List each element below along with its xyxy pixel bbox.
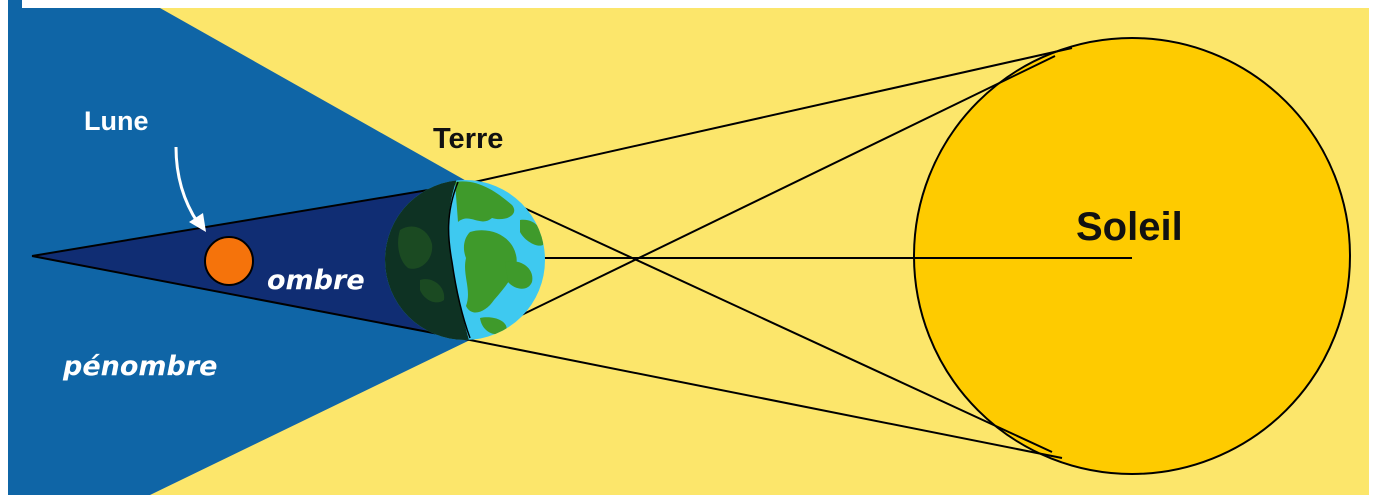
sun-disk bbox=[914, 38, 1350, 474]
penumbra-label: pénombre bbox=[62, 351, 218, 382]
moon-label: Lune bbox=[84, 106, 149, 136]
earth-label: Terre bbox=[433, 123, 503, 155]
moon bbox=[205, 237, 253, 285]
umbra-label: ombre bbox=[267, 265, 365, 296]
sun-label: Soleil bbox=[1076, 205, 1183, 249]
top-corner-mark bbox=[8, 0, 22, 8]
